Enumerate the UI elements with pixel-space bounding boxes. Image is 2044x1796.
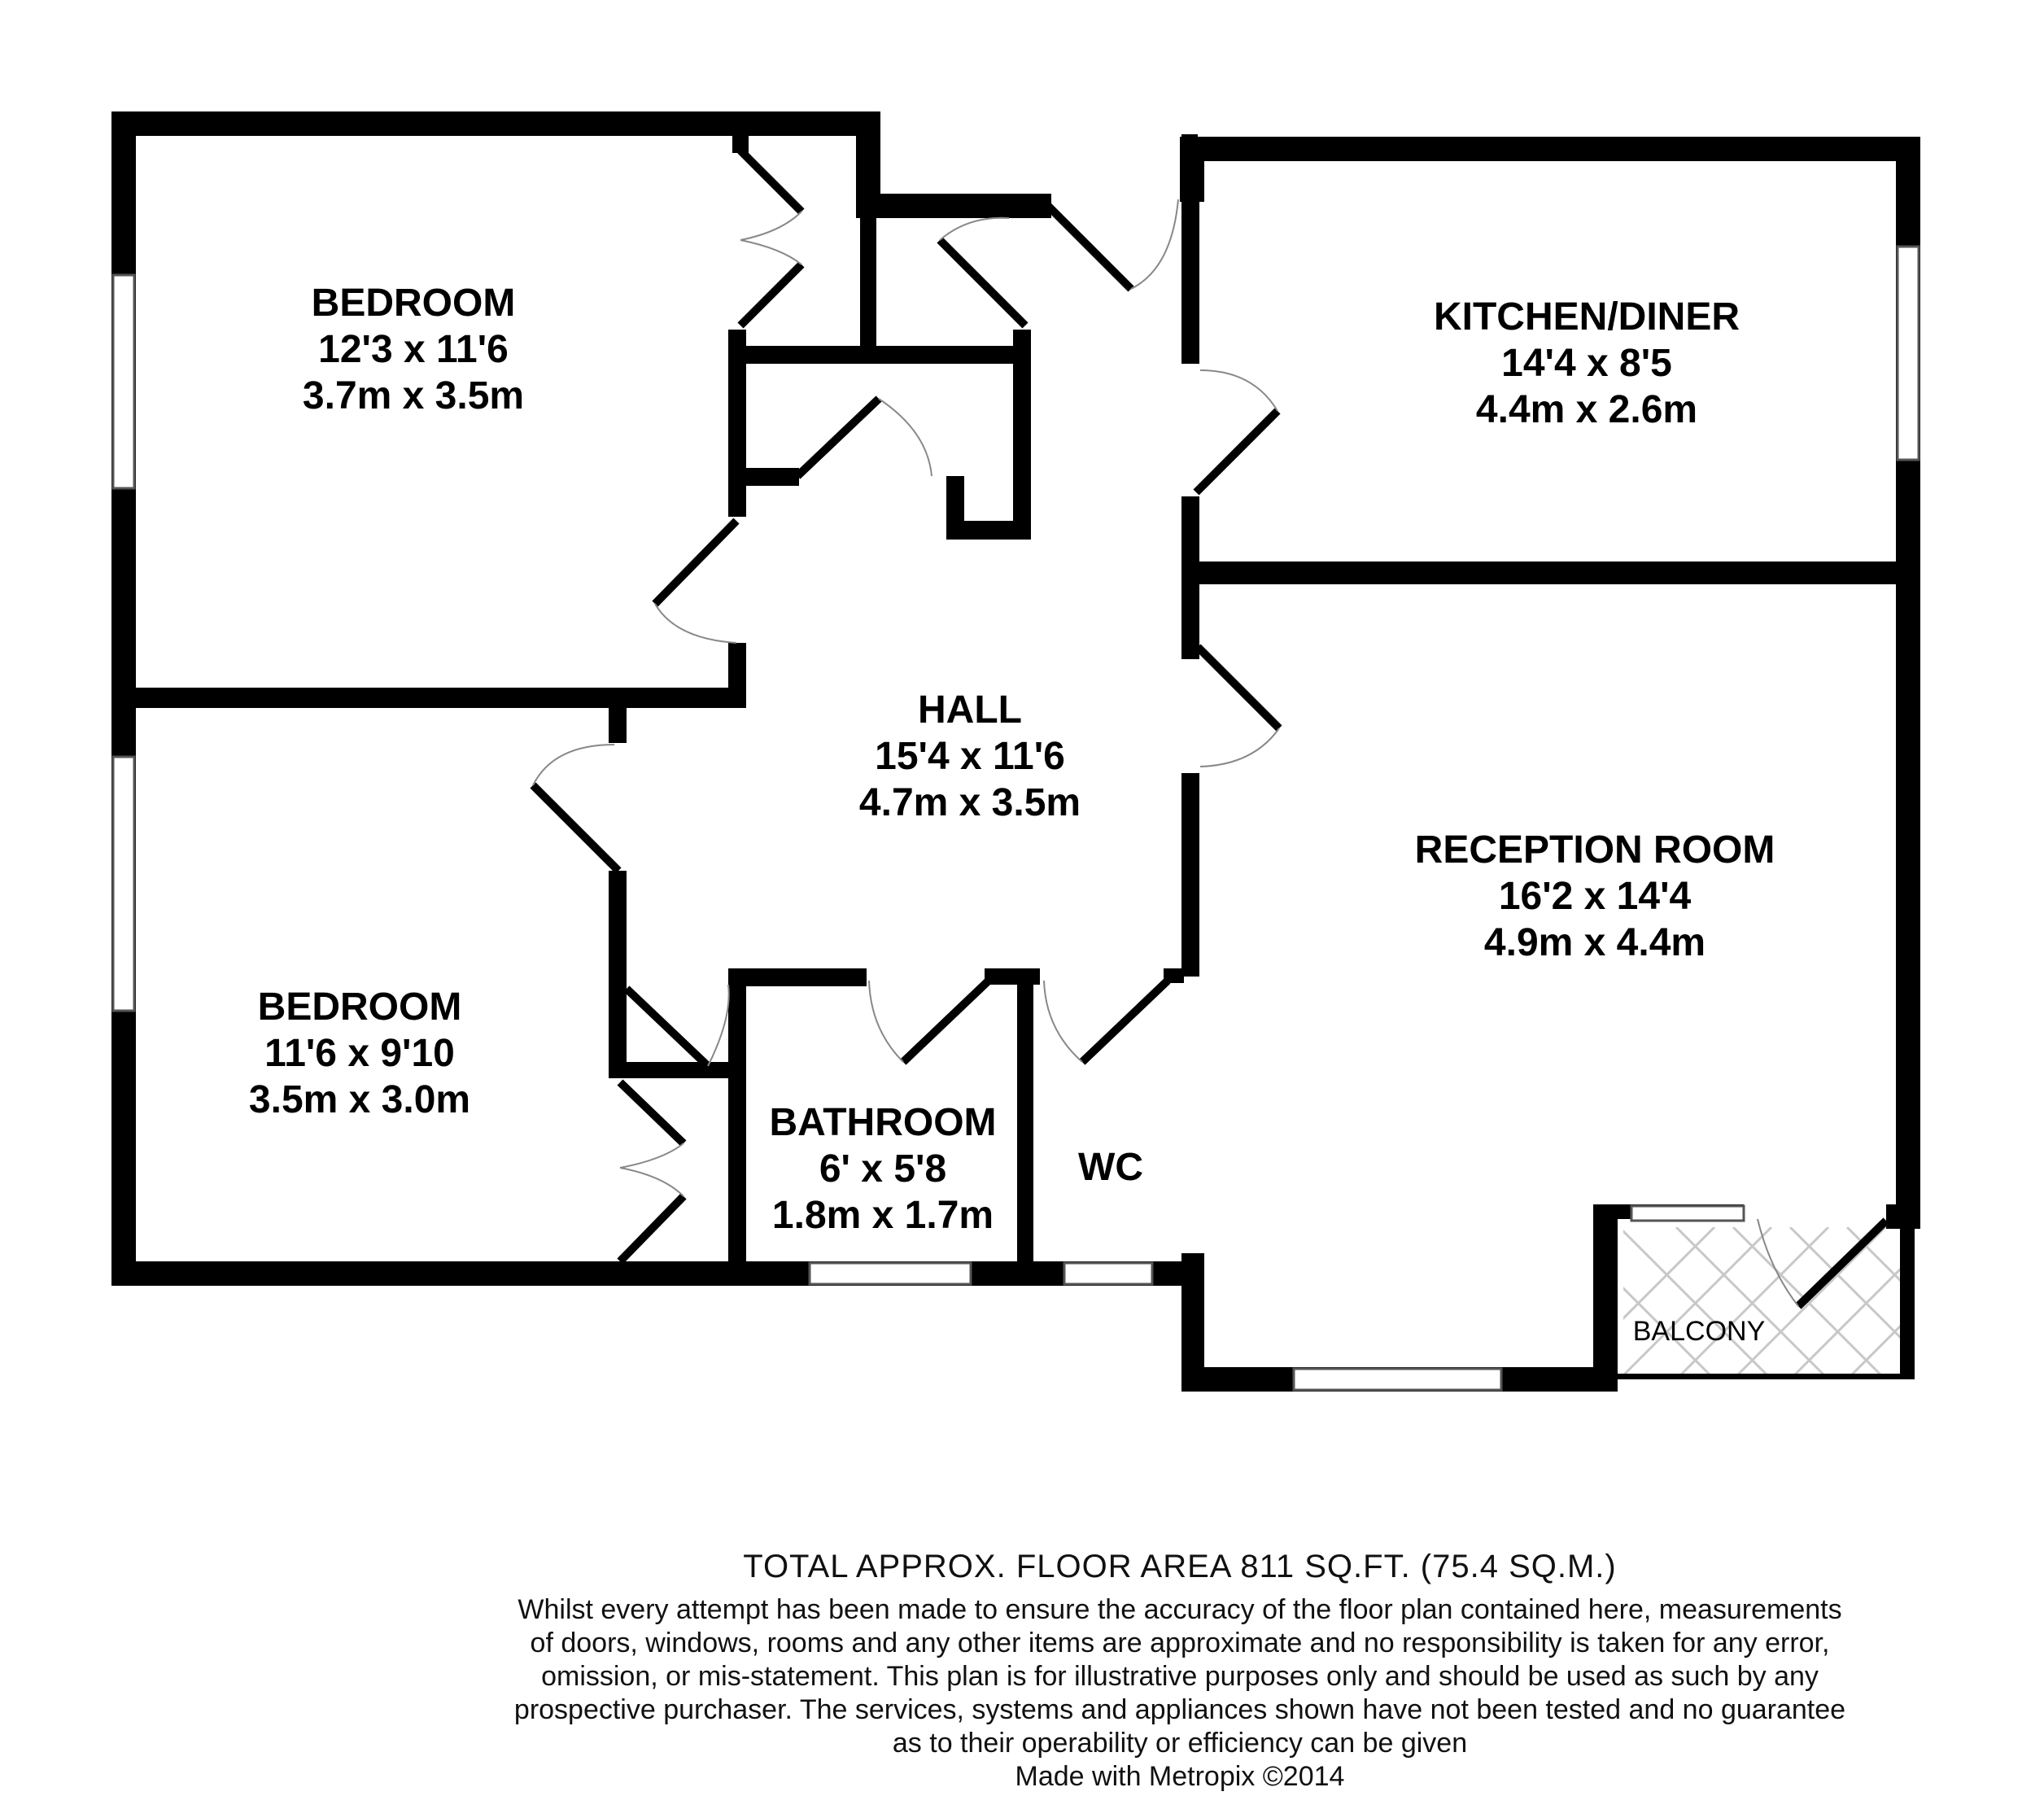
credit: Made with Metropix ©2014 <box>1015 1761 1345 1792</box>
disclaimer-line: of doors, windows, rooms and any other i… <box>530 1628 1830 1658</box>
room-size-imperial: 15'4 x 11'6 <box>875 735 1065 778</box>
bedroom-1-label: BEDROOM 12'3 x 11'6 3.7m x 3.5m <box>303 282 524 417</box>
window <box>111 273 136 490</box>
disclaimer-line: omission, or mis-statement. This plan is… <box>541 1661 1819 1692</box>
disclaimer-line: Whilst every attempt has been made to en… <box>518 1594 1842 1625</box>
room-name: BATHROOM <box>769 1101 996 1144</box>
reception-room-label: RECEPTION ROOM 16'2 x 14'4 4.9m x 4.4m <box>1415 828 1775 964</box>
window <box>1630 1204 1745 1222</box>
room-size-metric: 1.8m x 1.7m <box>772 1194 994 1237</box>
room-size-metric: 4.7m x 3.5m <box>859 781 1081 824</box>
room-size-imperial: 12'3 x 11'6 <box>318 328 509 371</box>
wc-label: WC <box>1078 1146 1143 1189</box>
kitchen-diner-label: KITCHEN/DINER 14'4 x 8'5 4.4m x 2.6m <box>1434 295 1740 431</box>
hall-label: HALL 15'4 x 11'6 4.7m x 3.5m <box>859 688 1081 824</box>
room-size-imperial: 11'6 x 9'10 <box>264 1032 455 1075</box>
window <box>111 755 136 1012</box>
balcony-hatch <box>1623 1227 1915 1379</box>
disclaimer-line: prospective purchaser. The services, sys… <box>513 1694 1846 1725</box>
room-name: KITCHEN/DINER <box>1434 295 1740 339</box>
room-name: BEDROOM <box>312 282 516 325</box>
disclaimer-line: as to their operability or efficiency ca… <box>892 1728 1468 1759</box>
window <box>808 1261 972 1286</box>
room-name: HALL <box>918 688 1022 732</box>
window <box>1063 1261 1154 1286</box>
room-size-imperial: 16'2 x 14'4 <box>1499 875 1692 918</box>
room-size-metric: 4.4m x 2.6m <box>1476 388 1697 431</box>
doors <box>530 147 1889 1309</box>
total-floor-area: TOTAL APPROX. FLOOR AREA 811 SQ.FT. (75.… <box>743 1549 1617 1584</box>
room-size-metric: 3.5m x 3.0m <box>249 1078 470 1121</box>
window <box>1292 1367 1503 1392</box>
balcony-label: BALCONY <box>1633 1316 1766 1347</box>
disclaimer: Whilst every attempt has been made to en… <box>407 1593 1953 1794</box>
window <box>1896 245 1920 461</box>
room-name: BEDROOM <box>258 985 462 1029</box>
room-size-imperial: 14'4 x 8'5 <box>1501 342 1672 385</box>
bedroom-2-label: BEDROOM 11'6 x 9'10 3.5m x 3.0m <box>249 985 470 1121</box>
room-size-imperial: 6' x 5'8 <box>819 1147 946 1191</box>
bathroom-label: BATHROOM 6' x 5'8 1.8m x 1.7m <box>769 1101 996 1237</box>
room-name: RECEPTION ROOM <box>1415 828 1775 872</box>
windows <box>111 245 1920 1392</box>
room-size-metric: 4.9m x 4.4m <box>1484 921 1706 964</box>
room-size-metric: 3.7m x 3.5m <box>303 374 524 417</box>
